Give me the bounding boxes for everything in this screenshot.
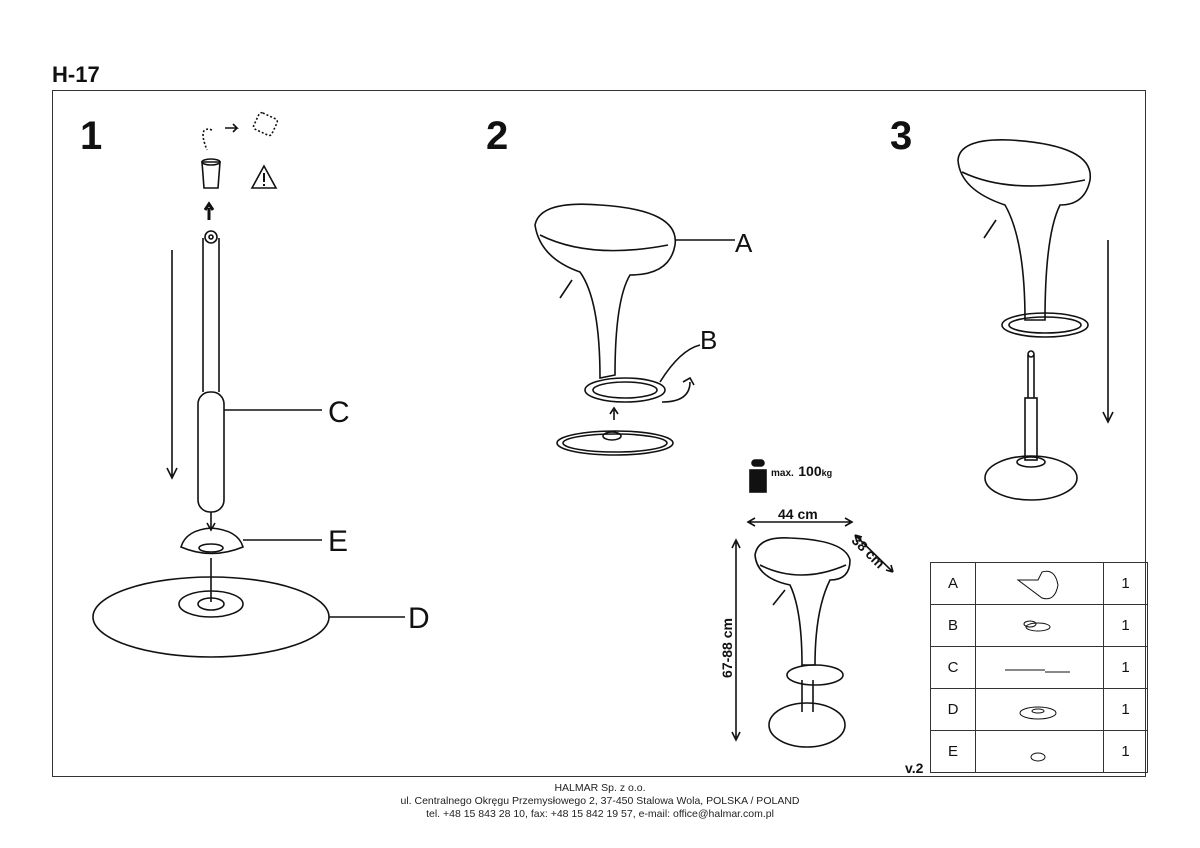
base-cover-E <box>180 527 244 555</box>
part-qty: 1 <box>1103 604 1148 647</box>
seat-A <box>534 203 677 379</box>
dimensions-drawing <box>731 459 894 748</box>
part-qty: 1 <box>1103 730 1148 773</box>
label-A: A <box>735 228 753 258</box>
max-load: max. 100kg <box>771 463 832 481</box>
label-B: B <box>700 325 718 355</box>
gas-lift-C <box>197 391 225 513</box>
part-image <box>975 646 1104 689</box>
label-D: D <box>408 602 430 635</box>
label-C: C <box>328 396 350 429</box>
part-image <box>975 562 1104 605</box>
width-dimension: 44 cm <box>778 506 818 522</box>
part-image <box>975 688 1104 731</box>
part-image <box>975 730 1104 773</box>
down-arrow <box>166 250 178 480</box>
model-title: H-17 <box>52 62 100 87</box>
step3-drawing <box>957 139 1114 501</box>
footrest-B <box>584 377 666 403</box>
footer: HALMAR Sp. z o.o. ul. Centralnego Okręgu… <box>0 782 1200 821</box>
step-number-2: 2 <box>486 114 509 158</box>
protective-cap <box>201 161 221 189</box>
weight-icon <box>749 469 767 493</box>
height-dimension: 67-88 cm <box>719 618 735 678</box>
part-letter: E <box>930 730 976 773</box>
part-qty: 1 <box>1103 688 1148 731</box>
part-image <box>975 604 1104 647</box>
part-qty: 1 <box>1103 646 1148 689</box>
up-arrow <box>203 201 215 220</box>
max-load-unit: kg <box>821 468 833 478</box>
part-qty: 1 <box>1103 562 1148 605</box>
instruction-frame <box>52 90 1146 777</box>
step-number-1: 1 <box>80 114 103 158</box>
footer-contact: tel. +48 15 843 28 10, fax: +48 15 842 1… <box>426 808 774 820</box>
part-letter: D <box>930 688 976 731</box>
version-label: v.2 <box>905 760 924 776</box>
step-number-3: 3 <box>890 114 913 158</box>
part-letter: C <box>930 646 976 689</box>
removal-arrow <box>202 128 213 151</box>
max-load-value: 100 <box>798 463 822 479</box>
footer-address: ul. Centralnego Okręgu Przemysłowego 2, … <box>400 795 800 807</box>
warning-triangle-icon <box>250 164 278 189</box>
footer-company: HALMAR Sp. z o.o. <box>554 782 646 794</box>
part-letter: B <box>930 604 976 647</box>
step1-drawing <box>92 111 405 658</box>
label-E: E <box>328 525 349 558</box>
max-load-prefix: max. <box>771 468 794 479</box>
cap-icon <box>252 111 279 137</box>
part-letter: A <box>930 562 976 605</box>
step2-drawing <box>534 203 735 456</box>
